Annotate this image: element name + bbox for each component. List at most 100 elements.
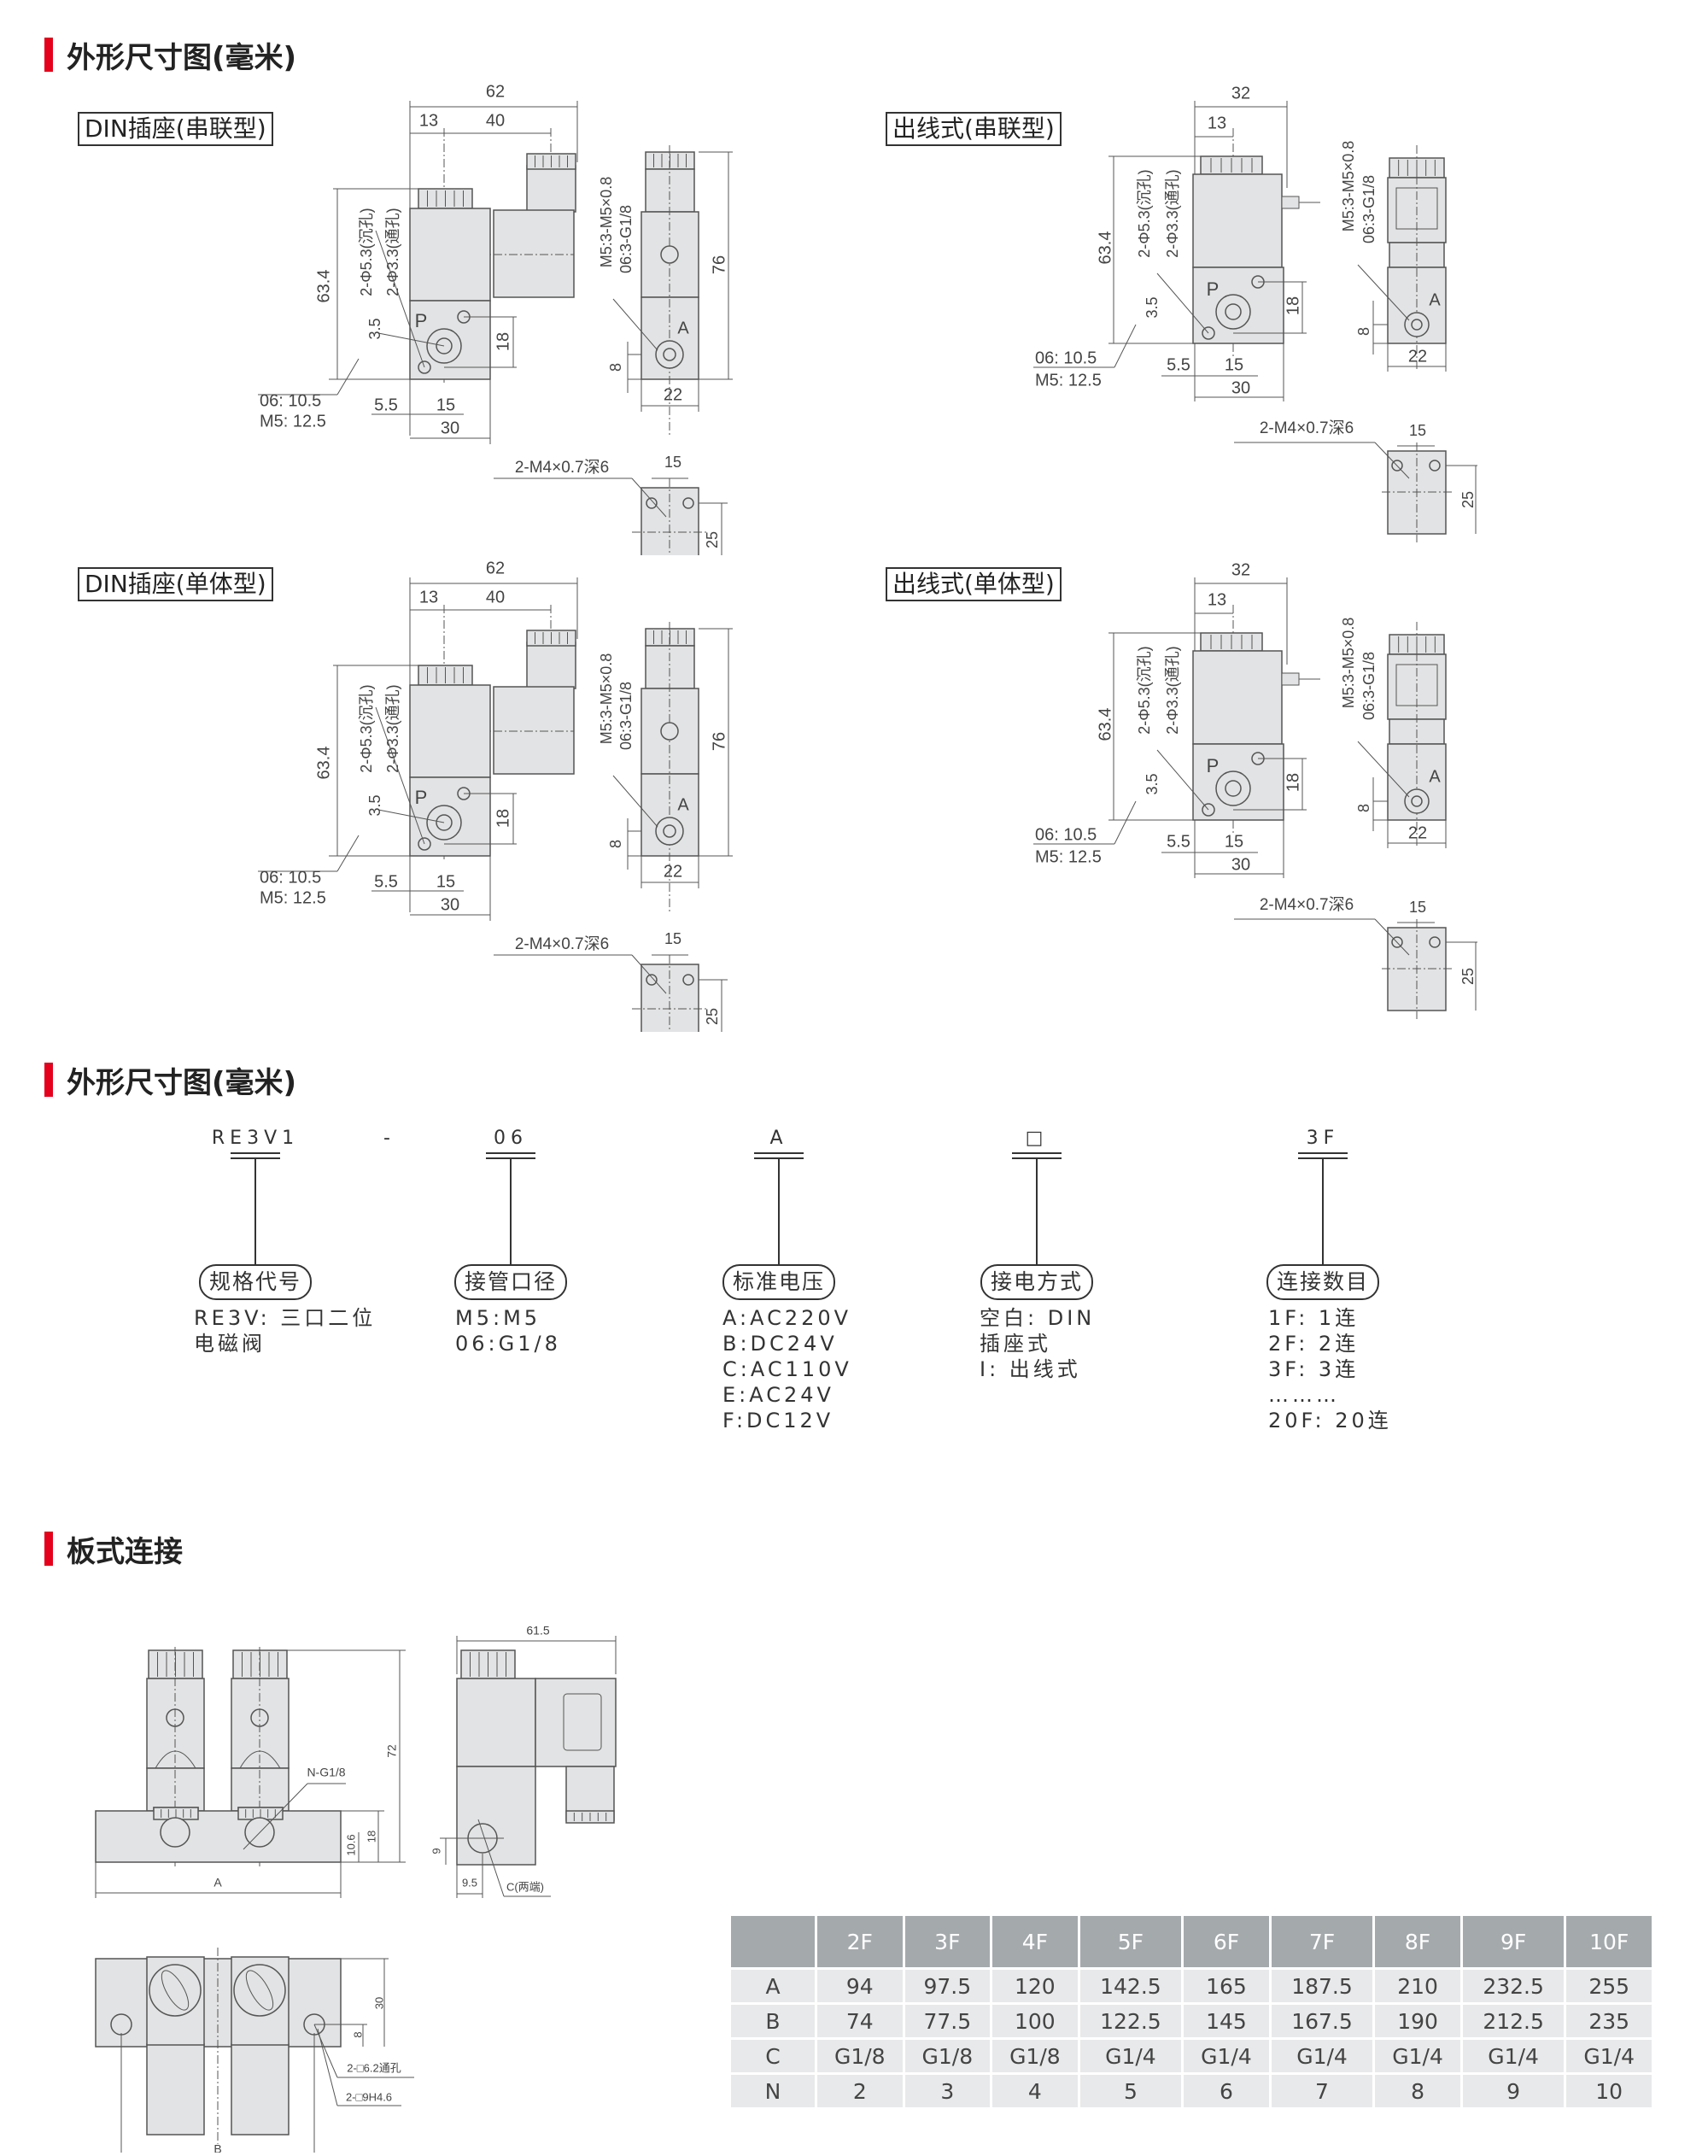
side-connector — [535, 1678, 617, 1767]
port-label-p: P — [415, 310, 428, 331]
label-n-g18: N-G1/8 — [307, 1766, 345, 1779]
dim-5-5: 5.5 — [1167, 355, 1190, 374]
dim-5-5: 5.5 — [374, 872, 398, 891]
table-cell: 100 — [990, 2002, 1080, 2040]
dim-bottom-15: 15 — [1409, 422, 1426, 439]
code-option: 空白: DIN — [980, 1306, 1096, 1330]
coil-body — [1192, 650, 1283, 745]
dim-15: 15 — [436, 872, 455, 891]
din-connector-neck — [526, 642, 576, 689]
label-thread-m5: M5:3-M5×0.8 — [1340, 618, 1357, 709]
label-port-06: 06: 10.5 — [1035, 825, 1097, 844]
code-leader-line — [778, 1159, 780, 1265]
dim-bottom-25: 25 — [1459, 491, 1477, 508]
port-label-p: P — [1207, 278, 1220, 300]
code-underline — [1298, 1152, 1348, 1159]
dim-3-5: 3.5 — [366, 318, 383, 339]
dim-72: 72 — [385, 1744, 399, 1758]
dim-40: 40 — [486, 111, 505, 130]
code-option: F:DC12V — [722, 1409, 834, 1432]
din-connector-body — [493, 686, 575, 775]
code-leader-line — [1322, 1159, 1324, 1265]
label-thread-m5: M5:3-M5×0.8 — [598, 177, 615, 268]
label-thread-06: 06:3-G1/8 — [1360, 175, 1378, 243]
code-leader-line — [254, 1159, 256, 1265]
dim-8: 8 — [607, 840, 624, 848]
code-segment: 3F — [1306, 1128, 1340, 1149]
table-cell: 210 — [1372, 1967, 1463, 2005]
port-label-a: A — [1429, 767, 1441, 786]
dim-8: 8 — [351, 2031, 364, 2037]
port-inner — [1225, 780, 1242, 797]
table-cell: N — [728, 2072, 817, 2110]
dim-a: A — [214, 1876, 222, 1889]
port-label-p: P — [415, 787, 428, 808]
table-cell: B — [728, 2002, 817, 2040]
table-cell: G1/4 — [1181, 2037, 1272, 2075]
code-option: RE3V: 三口二位 — [194, 1306, 377, 1330]
table-cell: 5 — [1077, 2072, 1184, 2110]
label-hole-counterbore: 2-Φ5.3(沉孔) — [358, 684, 375, 772]
label-thread-06: 06:3-G1/8 — [1360, 652, 1378, 720]
dim-22: 22 — [664, 385, 682, 404]
code-option: A:AC220V — [722, 1306, 852, 1330]
table-cell: 232.5 — [1459, 1967, 1567, 2005]
label-port-m5: M5: 12.5 — [1035, 847, 1102, 866]
table-cell: 120 — [990, 1967, 1080, 2005]
code-option: 电磁阀 — [194, 1332, 266, 1356]
table-cell: 165 — [1181, 1967, 1272, 2005]
dim-bottom-15: 15 — [1409, 899, 1426, 916]
code-underline — [231, 1152, 280, 1159]
section-title-text: 外形尺寸图(毫米) — [67, 1065, 297, 1100]
label-port-m5: M5: 12.5 — [260, 412, 326, 431]
section-title-text: 外形尺寸图(毫米) — [67, 40, 297, 75]
table-cell: G1/4 — [1268, 2037, 1376, 2075]
drawing-label-din-single: DIN插座(单体型) — [78, 567, 273, 601]
side-neck — [645, 168, 695, 213]
cap-slot — [161, 1970, 190, 2011]
dim-61-5: 61.5 — [526, 1624, 549, 1638]
manual-override — [660, 722, 679, 741]
dim-8: 8 — [1355, 804, 1372, 812]
dim-18: 18 — [1284, 773, 1302, 792]
code-segment: RE3V1 — [211, 1128, 300, 1149]
dim-30: 30 — [1231, 378, 1250, 397]
table-cell: 74 — [815, 2002, 905, 2040]
port-inner — [1225, 303, 1242, 320]
cap-slot — [245, 1970, 274, 2011]
dim-bottom-25: 25 — [704, 1008, 721, 1025]
dim-15: 15 — [436, 395, 455, 414]
dim-5-5: 5.5 — [1167, 832, 1190, 851]
dim-63-4: 63.4 — [1096, 231, 1114, 265]
label-port-06: 06: 10.5 — [1035, 349, 1097, 367]
dim-76: 76 — [710, 255, 728, 274]
coil-body — [409, 684, 491, 778]
dim-3-5: 3.5 — [1144, 296, 1161, 318]
table-cell: G1/8 — [815, 2037, 905, 2075]
code-option: 2F: 2连 — [1268, 1332, 1360, 1356]
table-cell: 10 — [1564, 2072, 1654, 2110]
side-base — [456, 1766, 536, 1866]
code-underline — [486, 1152, 535, 1159]
code-option: ……… — [1268, 1383, 1340, 1407]
code-option: 插座式 — [980, 1332, 1051, 1356]
label-port-06: 06: 10.5 — [260, 868, 321, 887]
port-label-a: A — [677, 795, 689, 814]
side-port-inner — [663, 824, 676, 838]
connector-window — [563, 1693, 602, 1751]
coil-body — [409, 208, 491, 302]
side-coil — [456, 1678, 536, 1767]
table-header-cell: 3F — [902, 1913, 993, 1970]
code-leader-line — [510, 1159, 512, 1265]
table-cell: 7 — [1268, 2072, 1376, 2110]
label-hole-counterbore: 2-Φ5.3(沉孔) — [1136, 646, 1153, 734]
dim-10-6: 10.6 — [344, 1834, 357, 1855]
dim-76: 76 — [710, 732, 728, 751]
table-cell: A — [728, 1967, 817, 2005]
drawing-label-wire-single: 出线式(单体型) — [886, 567, 1062, 601]
